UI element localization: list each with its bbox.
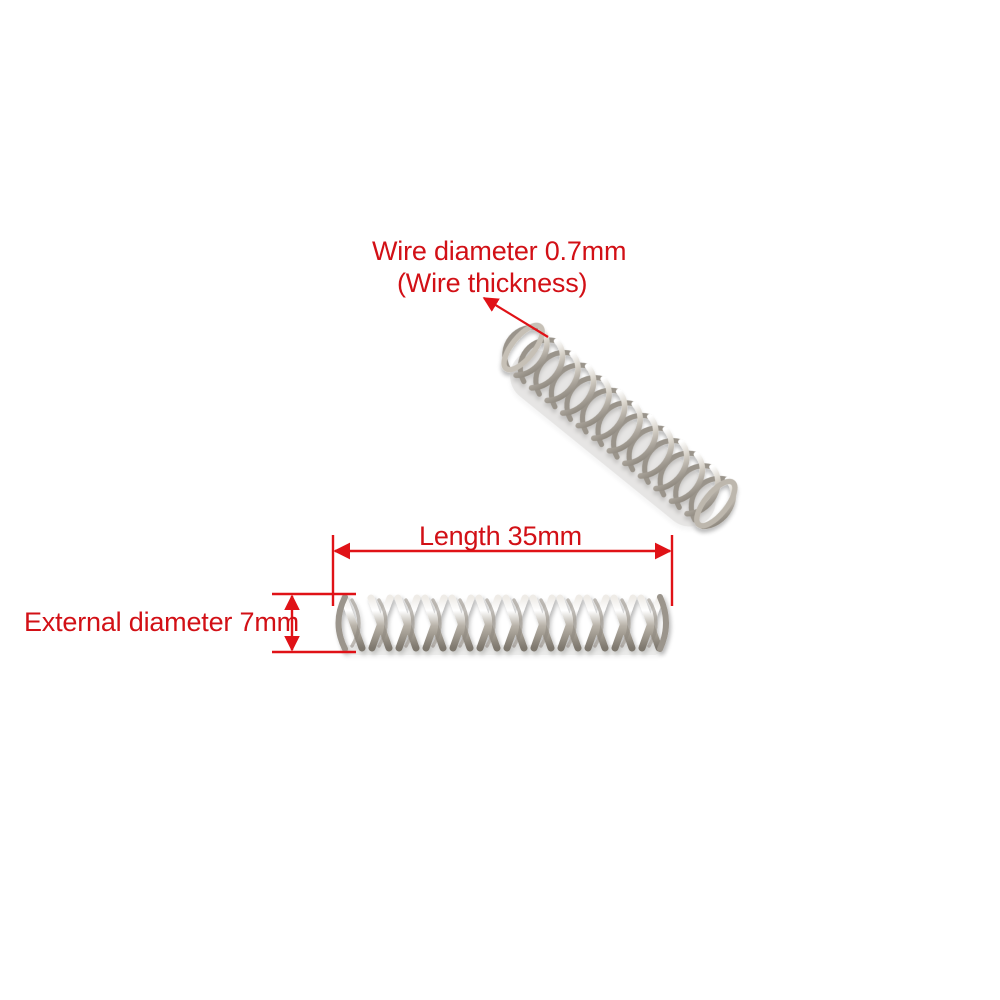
wire-diameter-label-line1: Wire diameter 0.7mm bbox=[372, 236, 627, 266]
length-label: Length 35mm bbox=[419, 521, 582, 551]
horizontal-spring bbox=[335, 594, 669, 655]
external-diameter-label: External diameter 7mm bbox=[24, 607, 299, 637]
diagonal-spring bbox=[501, 322, 738, 530]
wire-diameter-leader-arrow bbox=[482, 297, 549, 338]
wire-diameter-label-line2: (Wire thickness) bbox=[397, 268, 588, 298]
